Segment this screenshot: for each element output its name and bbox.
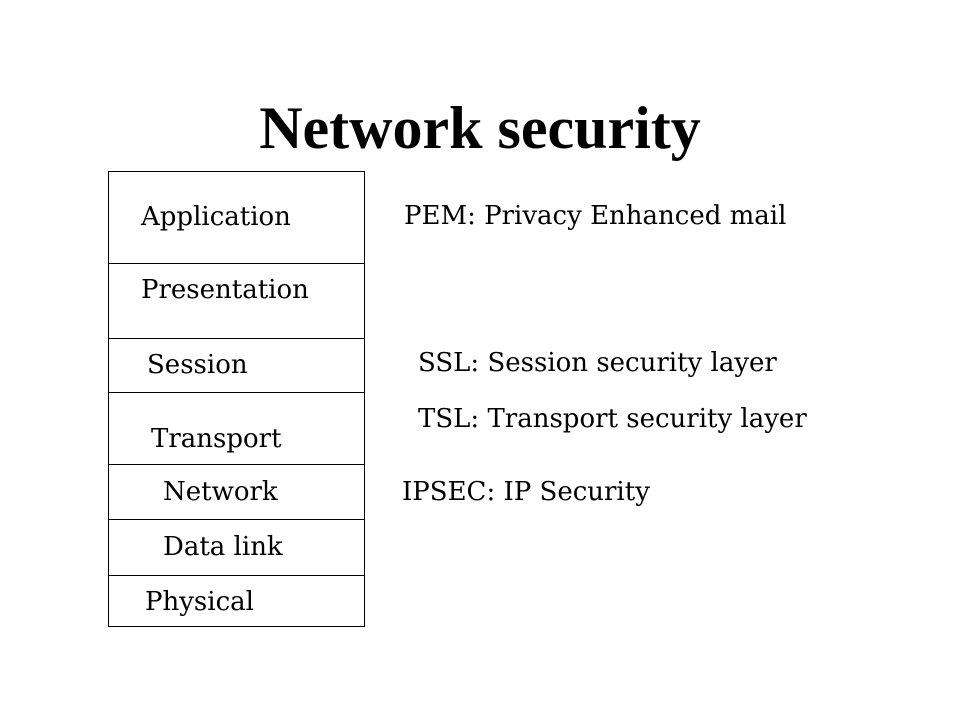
osi-layer-stack: Application Presentation Session Transpo… [108, 171, 365, 627]
slide-title: Network security [259, 95, 701, 161]
layer-data-link: Data link [109, 520, 364, 576]
layer-transport: Transport [109, 393, 364, 465]
layer-network: Network [109, 465, 364, 520]
layer-application: Application [109, 172, 364, 264]
layer-label-physical: Physical [145, 587, 254, 617]
layer-label-data-link: Data link [163, 532, 283, 562]
layer-label-transport: Transport [151, 424, 282, 454]
protocol-pem: PEM: Privacy Enhanced mail [404, 201, 787, 231]
layer-physical: Physical [109, 576, 364, 628]
layer-presentation: Presentation [109, 264, 364, 339]
protocol-ssl: SSL: Session security layer [418, 348, 777, 378]
layer-label-network: Network [163, 477, 278, 507]
protocol-tsl: TSL: Transport security layer [418, 404, 807, 434]
layer-label-application: Application [141, 202, 291, 232]
layer-label-session: Session [147, 350, 248, 380]
protocol-ipsec: IPSEC: IP Security [402, 477, 650, 507]
layer-label-presentation: Presentation [141, 275, 309, 305]
layer-session: Session [109, 339, 364, 393]
